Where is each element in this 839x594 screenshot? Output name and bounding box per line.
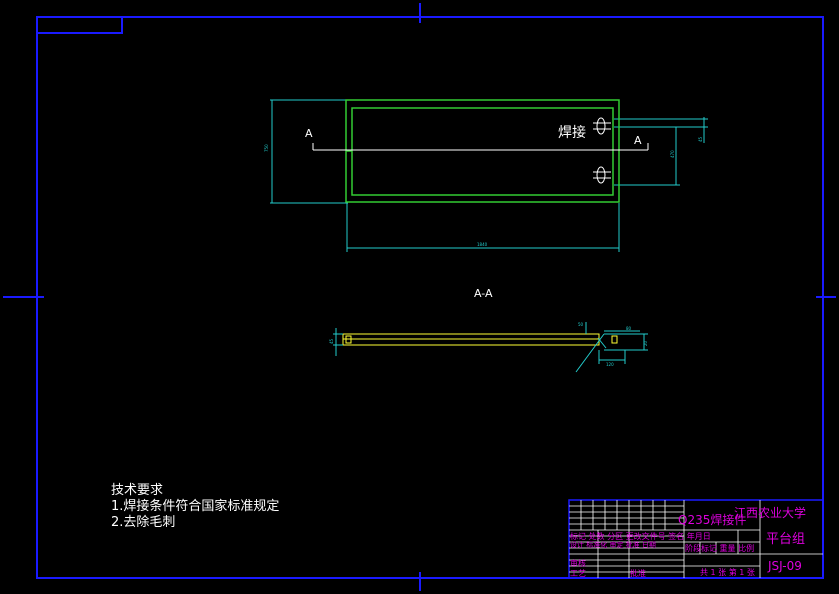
plan-view: A A 焊接 1840 750 470 45 <box>264 99 708 252</box>
review-label: 审核 <box>570 558 586 568</box>
dim-right-label: 470 <box>670 150 675 158</box>
section-dim-bottom: 120 <box>606 362 614 367</box>
drawing-number: JSJ-09 <box>767 559 802 573</box>
section-view: A-A 45 50 80 120 20 <box>329 287 648 373</box>
assembly-name: 平台组 <box>766 532 805 547</box>
section-dim-mid: 50 <box>578 322 584 327</box>
dim-width-label: 1840 <box>477 242 488 247</box>
section-mark-left: A <box>305 127 313 140</box>
process-label: 工艺 <box>570 569 586 578</box>
drawing-frame <box>3 3 836 591</box>
tech-req-item-1: 1.焊接条件符合国家标准规定 <box>111 499 280 514</box>
dim-small-label: 45 <box>698 136 703 142</box>
school-name: 江西农业大学 <box>734 505 806 520</box>
title-block: Q235焊接件 江西农业大学 平台组 JSJ-09 标记 处数 分区 更改文件号… <box>568 499 824 579</box>
revision-header: 标记 处数 分区 更改文件号 签名 年月日 <box>570 531 711 541</box>
tech-req-item-2: 2.去除毛刺 <box>111 515 176 530</box>
sheet-info: 共 1 张 第 1 张 <box>700 567 755 577</box>
section-dim-small: 20 <box>643 340 648 346</box>
section-dim-right: 80 <box>626 326 632 331</box>
section-title: A-A <box>474 287 493 300</box>
dim-height-label: 750 <box>264 144 269 152</box>
approve-label: 批准 <box>630 568 646 578</box>
section-mark-right: A <box>634 134 642 147</box>
design-row: 设计 标准化 审定 批准 日期 <box>570 540 656 549</box>
tech-req-heading: 技术要求 <box>111 483 164 498</box>
technical-requirements: 技术要求 1.焊接条件符合国家标准规定 2.去除毛刺 <box>111 483 279 531</box>
material-label: Q235焊接件 <box>678 512 746 527</box>
weld-label: 焊接 <box>558 124 586 141</box>
section-dim-left: 45 <box>329 338 334 344</box>
stage-header: 阶段标记 重量 比例 <box>685 543 754 553</box>
